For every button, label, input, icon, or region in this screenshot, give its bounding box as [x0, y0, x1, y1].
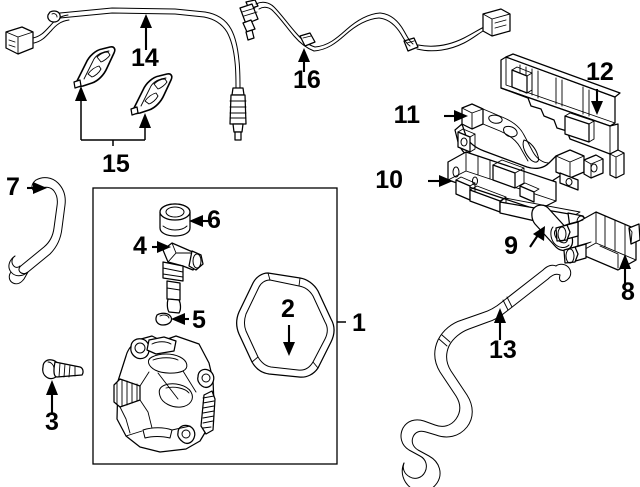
upstream-oxygen-sensor-part	[5, 7, 247, 141]
callout-12-leader	[591, 89, 603, 115]
callout-12-label: 12	[586, 58, 614, 86]
callout-7-leader	[27, 182, 47, 194]
valve-cover-assembly-group-box	[92, 187, 338, 465]
canister-heat-shield-part	[500, 53, 625, 179]
pcv-valve-seal-part	[155, 312, 173, 326]
callout-5-label: 5	[192, 306, 206, 334]
callout-6-leader	[189, 215, 212, 227]
callout-6-label: 6	[207, 206, 221, 234]
valve-cover-housing-part	[113, 335, 216, 453]
callout-5-leader	[171, 313, 189, 325]
callout-2-leader	[283, 325, 295, 356]
downstream-oxygen-sensor-part	[239, 0, 511, 52]
callout-3-label: 3	[45, 408, 59, 436]
callout-10-leader	[428, 175, 453, 187]
callout-9-leader	[529, 226, 545, 248]
pcv-valve-part	[162, 242, 204, 314]
callout-7-label: 7	[6, 173, 20, 201]
callout-15-label: 15	[102, 150, 130, 178]
canister-mounting-bracket-part	[454, 103, 604, 191]
callout-14-leader	[140, 14, 152, 50]
callout-16-leader	[298, 48, 310, 72]
callout-13-leader	[494, 308, 506, 340]
callout-3-leader	[46, 380, 58, 414]
callout-1-label: 1	[352, 309, 366, 337]
callout-10-label: 10	[375, 166, 403, 194]
callout-4-leader	[152, 241, 171, 253]
callout-2-label: 2	[281, 295, 295, 323]
callout-14-label: 14	[131, 44, 159, 72]
callout-4-label: 4	[133, 232, 147, 260]
callout-8-leader	[619, 254, 631, 284]
purge-solenoid-valve-part	[555, 211, 640, 271]
purge-vapor-hose-part	[400, 263, 572, 487]
mounting-bolt-part	[42, 359, 84, 380]
sensor-harness-clip-right	[130, 73, 173, 116]
callout-9-label: 9	[504, 232, 518, 260]
callout-15-leader	[75, 86, 151, 146]
pcv-valve-grommet-part	[159, 203, 191, 237]
sensor-harness-clip-left	[73, 46, 116, 89]
callout-11-leader	[444, 110, 468, 122]
valve-cover-gasket-part	[236, 272, 335, 378]
callout-8-label: 8	[621, 278, 635, 306]
callout-13-label: 13	[489, 336, 517, 364]
callout-16-label: 16	[293, 66, 321, 94]
callout-11-label: 11	[394, 101, 421, 129]
